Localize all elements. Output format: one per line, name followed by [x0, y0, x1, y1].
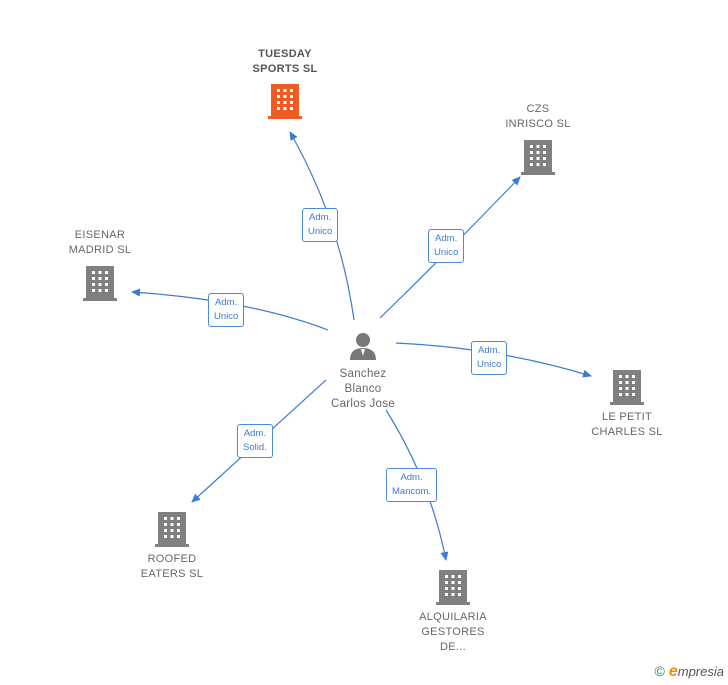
building-icon [83, 266, 117, 301]
person-label: Sanchez Blanco Carlos Jose [330, 368, 396, 410]
building-icon [521, 140, 555, 175]
company-label: ALQUILARIA GESTORES DE... [419, 611, 487, 653]
company-node-alquilaria[interactable]: ALQUILARIA GESTORES DE... [393, 568, 513, 655]
company-label: LE PETIT CHARLES SL [591, 411, 663, 438]
person-icon [350, 333, 376, 360]
building-icon [436, 570, 470, 605]
company-node-eisenar[interactable]: EISENAR MADRID SL [40, 228, 160, 302]
company-label: ROOFED EATERS SL [140, 553, 204, 580]
edge-label-eisenar: Adm.Unico [208, 293, 245, 327]
edge-label-czs: Adm.Unico [428, 229, 465, 263]
edge-label-alquilaria: Adm.Mancom. [386, 468, 438, 502]
building-icon [155, 512, 189, 547]
brand-name: mpresia [677, 664, 724, 679]
copyright-symbol: © [654, 663, 665, 679]
edge-label-lepetit: Adm.Unico [471, 341, 508, 375]
building-icon [610, 370, 644, 405]
edge-label-roofed: Adm.Solid. [237, 424, 273, 458]
company-node-roofed[interactable]: ROOFED EATERS SL [112, 510, 232, 582]
empresia-watermark[interactable]: ©empresia [655, 663, 724, 681]
company-label: TUESDAY SPORTS SL [252, 48, 318, 75]
brand-initial: e [668, 663, 678, 680]
edge-label-tuesday: Adm.Unico [302, 208, 339, 242]
building-icon [268, 84, 302, 119]
company-label: EISENAR MADRID SL [68, 229, 132, 256]
person-node[interactable]: Sanchez Blanco Carlos Jose [311, 331, 415, 412]
company-node-tuesday[interactable]: TUESDAY SPORTS SL [225, 47, 345, 120]
company-node-czs[interactable]: CZS INRISCO SL [478, 102, 598, 176]
company-node-lepetit[interactable]: LE PETIT CHARLES SL [567, 368, 687, 440]
company-label: CZS INRISCO SL [505, 103, 571, 130]
